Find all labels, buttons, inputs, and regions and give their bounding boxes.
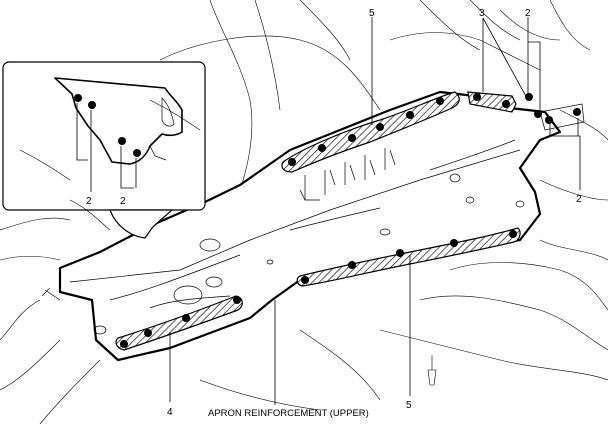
apron-inner-details: [69, 139, 525, 335]
callout-upper-5: 5: [369, 8, 375, 19]
callout-labels: 2 2 5 3 2 2 5 4 APRON REINFORCEMENT (UPP…: [86, 8, 582, 419]
callout-inset-left: 2: [86, 196, 92, 207]
callout-lower-4: 4: [167, 407, 173, 418]
callout-upper-3: 3: [479, 8, 485, 19]
upper-right-bracket: [539, 103, 585, 131]
diagram-caption: APRON REINFORCEMENT (UPPER): [208, 408, 369, 419]
inset-detail: [2, 61, 206, 239]
leader-lines: [169, 17, 581, 405]
callout-upper-right-2: 2: [525, 8, 531, 19]
upper-weld-band: [281, 91, 460, 173]
apron-reinforcement-outline: [58, 90, 562, 362]
lower-weld-band: [296, 227, 521, 287]
callout-far-right-2: 2: [576, 194, 582, 205]
callout-lower-5: 5: [406, 400, 412, 411]
callout-inset-right: 2: [120, 196, 126, 207]
